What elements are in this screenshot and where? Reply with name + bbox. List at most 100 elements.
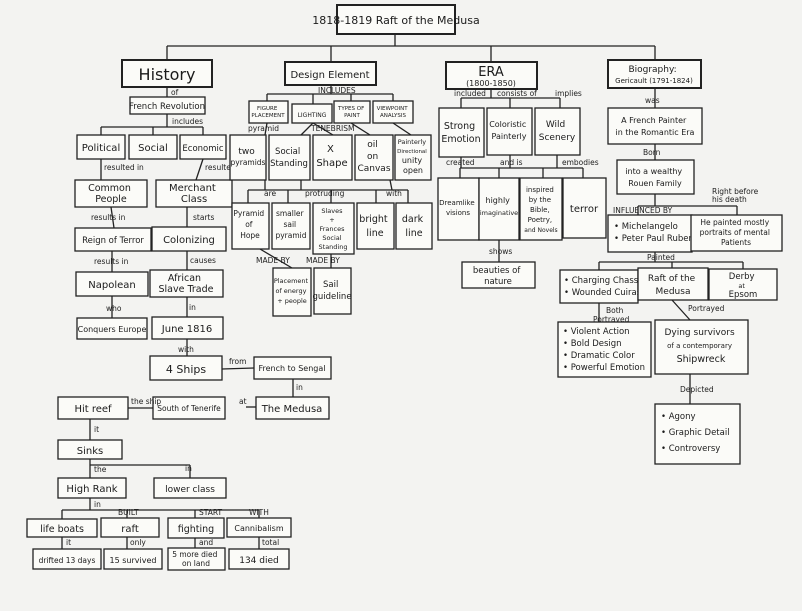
link-consists-of: consists of bbox=[497, 89, 537, 98]
wild-scenery-node[interactable]: Wild Scenery bbox=[534, 107, 581, 156]
dying-survivors-node[interactable]: Dying survivors of a contemporary Shipwr… bbox=[654, 319, 749, 375]
life-boats-label: life boats bbox=[40, 524, 84, 535]
raft-of-medusa-node[interactable]: Raft of the Medusa bbox=[637, 267, 709, 301]
conquers-europe-node[interactable]: Conquers Europe bbox=[76, 317, 148, 340]
political-node[interactable]: Political bbox=[76, 134, 126, 160]
social-standing-label: Social Standing bbox=[270, 147, 308, 169]
design-element-node[interactable]: Design Element bbox=[284, 61, 377, 86]
economic-node[interactable]: Economic bbox=[179, 134, 227, 160]
french-painter-node[interactable]: A French Painter in the Romantic Era bbox=[607, 107, 703, 145]
dreamlike-visions-node[interactable]: Dreamlike visions bbox=[437, 177, 480, 241]
figure-placement-node[interactable]: FIGURE PLACEMENT bbox=[248, 100, 289, 124]
viewpoint-analysis-node[interactable]: VIEWPOINT ANALYSIS bbox=[372, 100, 414, 124]
link-resulted-in-a: resulted in bbox=[104, 163, 144, 172]
link-causes: causes bbox=[190, 256, 216, 265]
life-boats-node[interactable]: life boats bbox=[26, 518, 98, 538]
lighting-node[interactable]: LIGHTING bbox=[291, 103, 333, 124]
south-of-tenerife-node[interactable]: South of Tenerife bbox=[152, 396, 226, 420]
highly-imaginative-node[interactable]: highly imaginative bbox=[478, 177, 520, 241]
beauties-of-nature-node[interactable]: beauties of nature bbox=[461, 261, 536, 289]
placement-energy-node[interactable]: Placement of energy + people bbox=[272, 267, 312, 317]
four-ships-node[interactable]: 4 Ships bbox=[149, 355, 223, 381]
oil-on-canvas-label: oil on Canvas bbox=[357, 140, 390, 174]
fighting-node[interactable]: fighting bbox=[167, 517, 225, 539]
economic-label: Economic bbox=[182, 144, 223, 154]
link-who: who bbox=[106, 304, 122, 313]
two-pyramids-node[interactable]: two pyramids bbox=[229, 134, 267, 181]
reign-of-terror-node[interactable]: Reign of Terror bbox=[74, 227, 152, 252]
pyramid-of-hope-node[interactable]: Pyramid of Hope bbox=[231, 202, 270, 250]
link-was: was bbox=[645, 96, 660, 105]
link-in-4: in bbox=[94, 500, 101, 509]
x-shape-node[interactable]: X Shape bbox=[312, 134, 353, 181]
history-node[interactable]: History bbox=[121, 59, 213, 88]
inspired-by-node[interactable]: inspired by the Bible, Poetry, and Novel… bbox=[519, 177, 563, 241]
link-painted: Painted bbox=[647, 253, 675, 262]
sail-guideline-label: Sail guideline bbox=[312, 280, 351, 302]
link-portrayed: Portrayed bbox=[688, 304, 725, 313]
two-pyramids-label: two pyramids bbox=[231, 147, 266, 167]
died-134-label: 134 died bbox=[239, 556, 279, 566]
dark-line-node[interactable]: dark line bbox=[395, 202, 433, 250]
wild-scenery-label: Wild Scenery bbox=[539, 120, 576, 143]
more-died-node[interactable]: 5 more died on land bbox=[167, 547, 226, 571]
social-node[interactable]: Social bbox=[128, 134, 178, 160]
action-list-node[interactable]: • Violent Action • Bold Design • Dramati… bbox=[557, 321, 652, 378]
june-1816-node[interactable]: June 1816 bbox=[151, 316, 224, 340]
reign-of-terror-label: Reign of Terror bbox=[82, 236, 144, 246]
painterly-node[interactable]: Painterly Directional unity open bbox=[394, 134, 432, 181]
common-people-node[interactable]: Common People bbox=[74, 179, 148, 208]
link-pyramid: pyramid bbox=[248, 124, 279, 133]
terror-node[interactable]: terror bbox=[562, 177, 607, 239]
sail-guideline-node[interactable]: Sail guideline bbox=[312, 267, 352, 315]
era-label: ERA bbox=[478, 65, 504, 80]
central-topic-node[interactable]: 1818-1819 Raft of the Medusa bbox=[312, 4, 480, 35]
the-medusa-node[interactable]: The Medusa bbox=[255, 396, 330, 420]
biography-node[interactable]: Biography: Gericault (1791-1824) bbox=[607, 59, 702, 89]
lower-class-node[interactable]: lower class bbox=[153, 477, 227, 499]
depicted-list-node[interactable]: • Agony • Graphic Detail • Controversy bbox=[654, 403, 741, 465]
wealthy-family-node[interactable]: into a wealthy Rouen Family bbox=[616, 159, 695, 195]
french-revolution-node[interactable]: French Revolution bbox=[129, 96, 206, 115]
merchant-class-node[interactable]: Merchant Class bbox=[155, 179, 233, 208]
action-list-label: • Violent Action • Bold Design • Dramati… bbox=[563, 327, 645, 373]
hit-reef-node[interactable]: Hit reef bbox=[57, 396, 129, 420]
link-in-2: in bbox=[296, 383, 303, 392]
smaller-sail-label: smaller sail pyramid bbox=[275, 209, 306, 240]
french-to-sengal-node[interactable]: French to Sengal bbox=[253, 356, 332, 380]
derby-epsom-node[interactable]: Derby at Epsom bbox=[708, 268, 778, 301]
french-revolution-label: French Revolution bbox=[129, 102, 205, 112]
pyramid-of-hope-label: Pyramid of Hope bbox=[233, 209, 266, 240]
african-slave-trade-node[interactable]: African Slave Trade bbox=[149, 269, 224, 298]
influences-node[interactable]: • Michelangelo • Peter Paul Rubens bbox=[607, 214, 699, 253]
slaves-frances-node[interactable]: Slaves + Frances Social Standing bbox=[312, 202, 355, 255]
coloristic-painterly-node[interactable]: Coloristic Painterly bbox=[486, 107, 533, 156]
survived-label: 15 survived bbox=[110, 556, 157, 565]
high-rank-node[interactable]: High Rank bbox=[57, 477, 127, 499]
drifted-node[interactable]: drifted 13 days bbox=[32, 548, 102, 570]
strong-emotion-node[interactable]: Strong Emotion bbox=[438, 107, 485, 158]
terror-label: terror bbox=[570, 204, 599, 215]
era-node[interactable]: ERA (1800-1850) bbox=[445, 61, 538, 90]
colonizing-node[interactable]: Colonizing bbox=[151, 226, 227, 252]
portraits-node[interactable]: He painted mostly portraits of mental Pa… bbox=[690, 214, 783, 252]
biography-label: Biography: Gericault (1791-1824) bbox=[615, 65, 693, 85]
cannibalism-node[interactable]: Cannibalism bbox=[226, 517, 292, 538]
link-includes-history: includes bbox=[172, 117, 203, 126]
smaller-sail-node[interactable]: smaller sail pyramid bbox=[271, 202, 311, 250]
early-paintings-node[interactable]: • Charging Chasseur • Wounded Cuirassier bbox=[559, 269, 657, 304]
june-1816-label: June 1816 bbox=[161, 324, 212, 335]
died-134-node[interactable]: 134 died bbox=[228, 548, 290, 570]
social-standing-node[interactable]: Social Standing bbox=[268, 134, 311, 181]
napolean-label: Napolean bbox=[88, 280, 135, 291]
bright-line-node[interactable]: bright line bbox=[356, 202, 395, 250]
raft-node[interactable]: raft bbox=[100, 517, 160, 538]
types-of-paint-node[interactable]: TYPES OF PAINT bbox=[333, 100, 371, 124]
oil-on-canvas-node[interactable]: oil on Canvas bbox=[354, 134, 394, 181]
design-element-label: Design Element bbox=[290, 70, 369, 81]
link-results-in-2: results in bbox=[94, 257, 129, 266]
sinks-node[interactable]: Sinks bbox=[57, 439, 123, 460]
survived-node[interactable]: 15 survived bbox=[103, 548, 163, 570]
figure-placement-label: FIGURE PLACEMENT bbox=[251, 106, 285, 119]
napolean-node[interactable]: Napolean bbox=[75, 271, 149, 297]
